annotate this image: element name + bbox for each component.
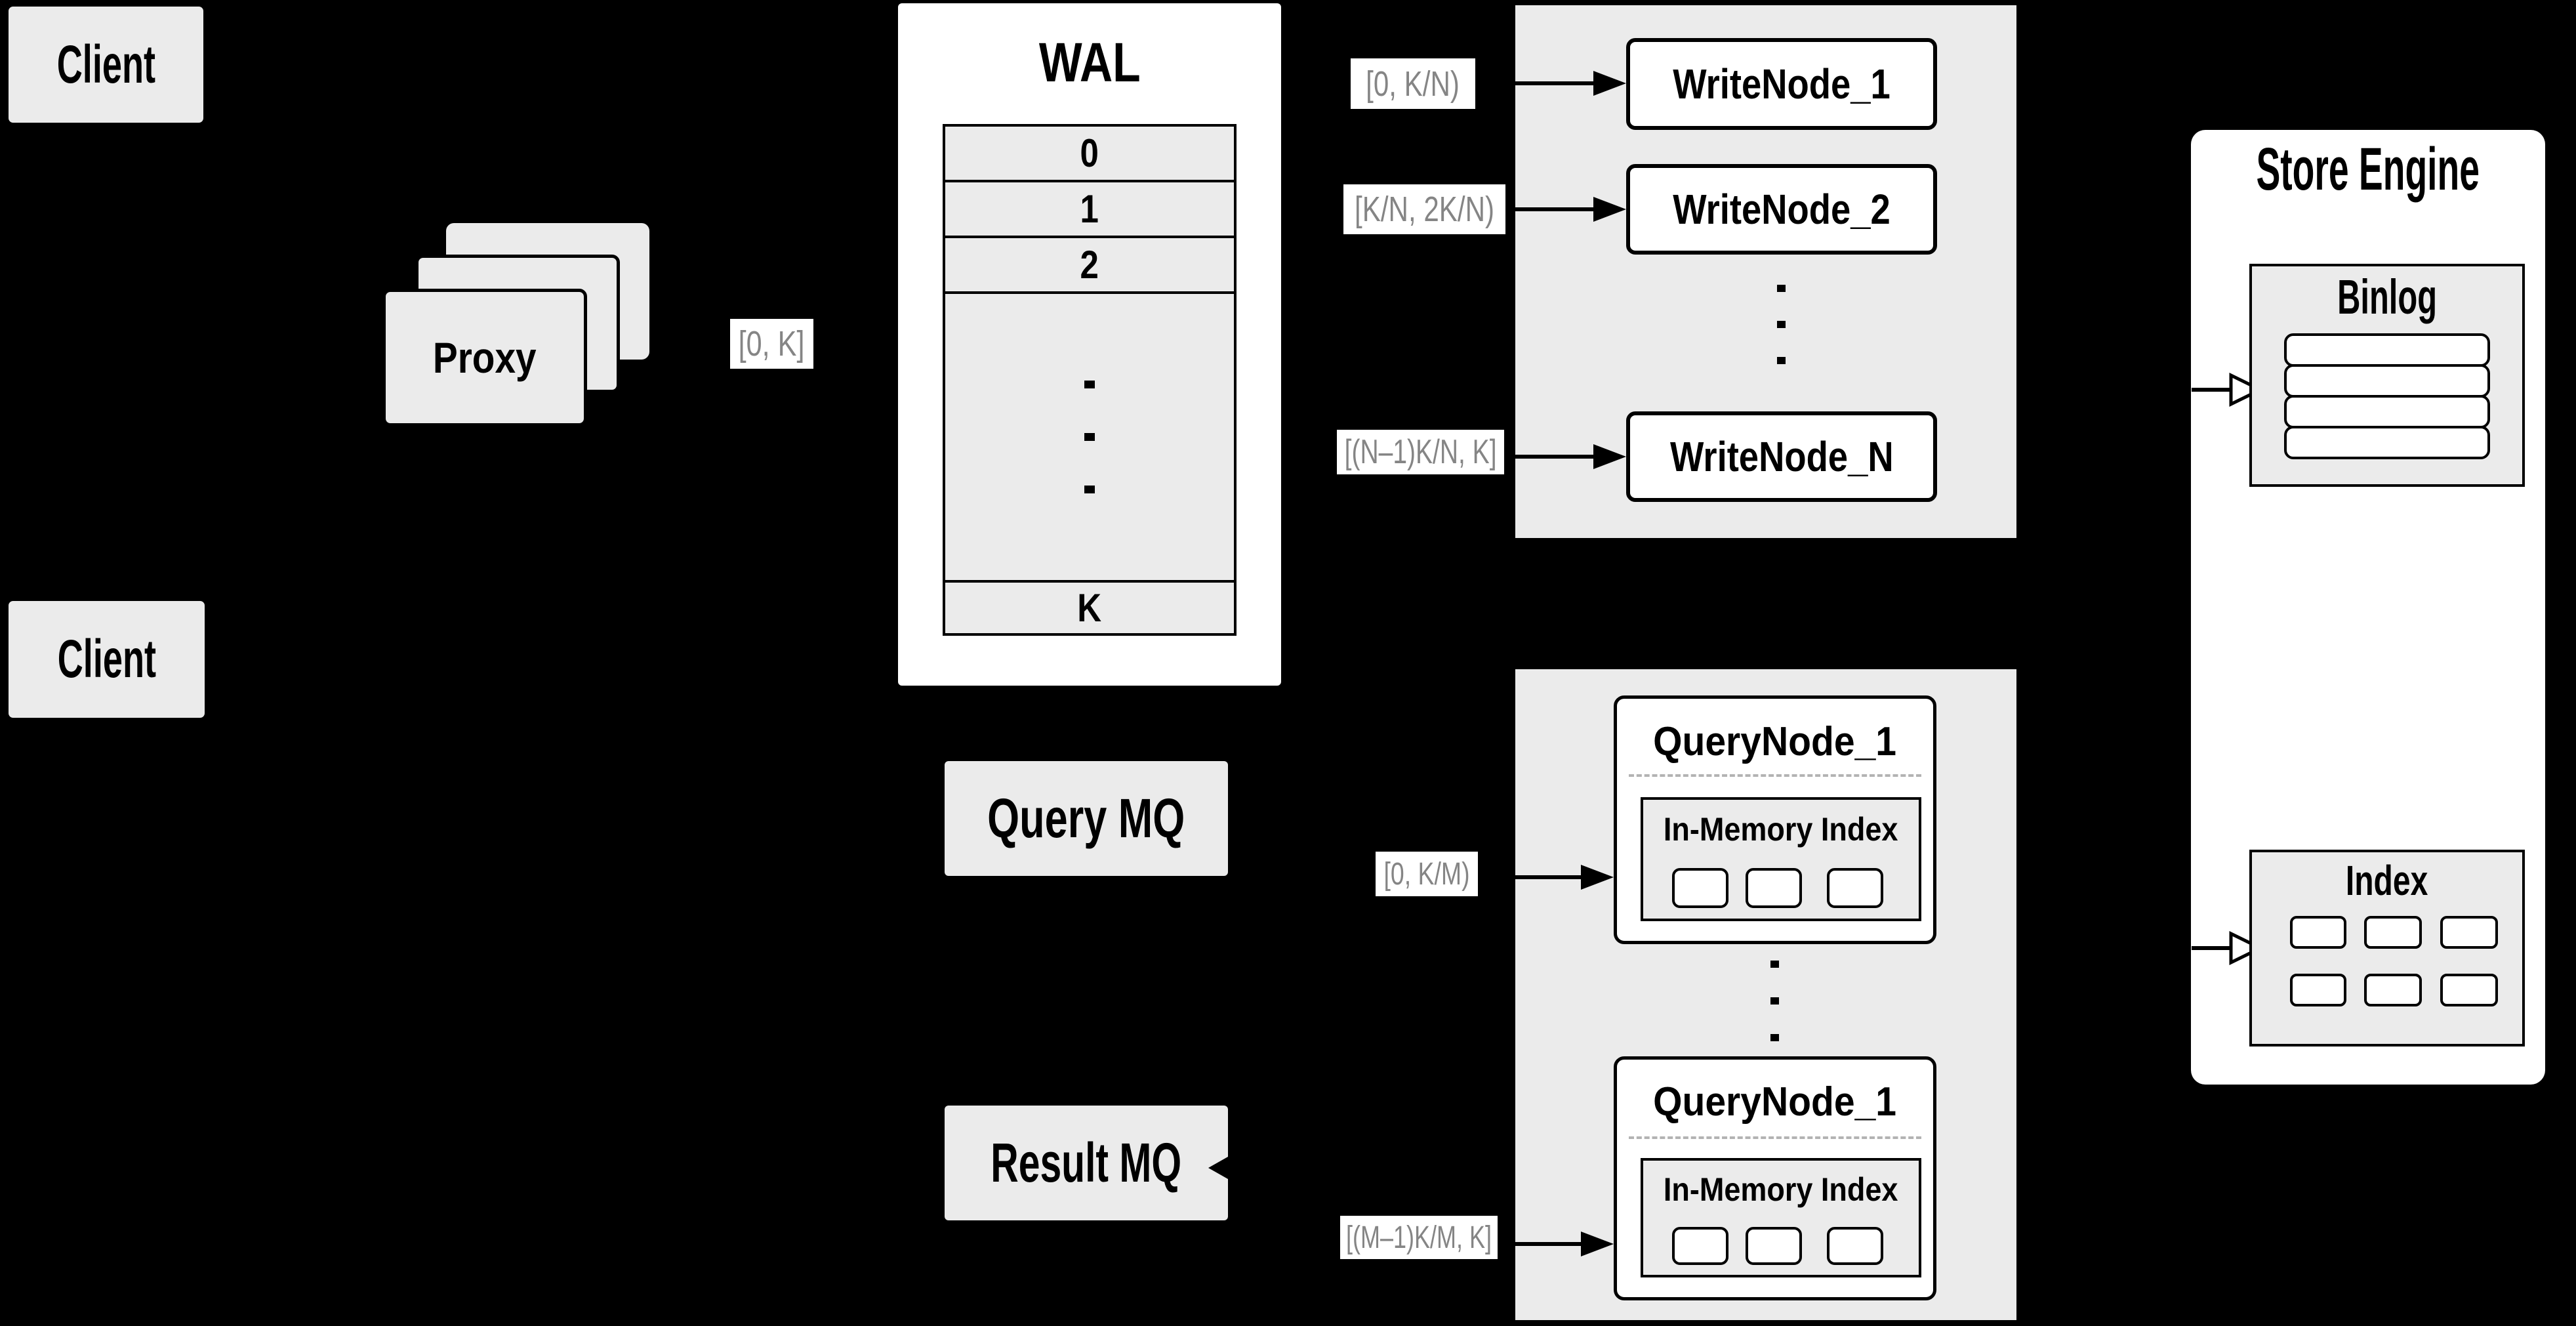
query-node-1-inmemory-box: In-Memory Index — [1641, 797, 1921, 921]
range-label-write-1: [0, K/N) — [1351, 58, 1475, 109]
index-segment-slot — [1746, 1227, 1802, 1265]
range-label-write-2: [K/N, 2K/N) — [1343, 184, 1505, 234]
result-mq-label: Result MQ — [991, 1132, 1182, 1193]
query-node-1-inmemory-title: In-Memory Index — [1643, 809, 1919, 850]
range-label-write-1-text: [0, K/N) — [1366, 64, 1460, 104]
write-node-n-box: WriteNode_N — [1626, 411, 1937, 502]
write-node-1-label: WriteNode_1 — [1673, 60, 1891, 108]
index-segment-slot — [1827, 1227, 1883, 1265]
query-node-2-title: QueryNode_1 — [1617, 1073, 1933, 1130]
arrow-head-write-2 — [1593, 197, 1626, 222]
index-segment-slot — [1827, 868, 1883, 908]
range-label-query-1: [0, K/M) — [1376, 852, 1478, 896]
binlog-title: Binlog — [2252, 269, 2522, 324]
store-engine-panel: Store Engine Binlog Index — [2191, 130, 2545, 1085]
wal-row-0: 0 — [945, 127, 1234, 182]
arrow-line-write-1 — [1515, 81, 1597, 85]
index-cell — [2290, 916, 2346, 949]
client-bottom-label: Client — [57, 629, 156, 689]
index-title: Index — [2252, 856, 2522, 905]
arrow-line-write-2 — [1515, 207, 1597, 211]
range-label-write-n: [(N–1)K/N, K] — [1337, 430, 1504, 474]
query-mq-label: Query MQ — [987, 787, 1185, 849]
store-engine-title: Store Engine — [2191, 135, 2545, 203]
arrow-line-query-m — [1515, 1242, 1584, 1246]
wal-row-k: K — [945, 583, 1234, 633]
wal-vertical-ellipsis — [1084, 381, 1095, 493]
index-segment-slot — [1672, 868, 1728, 908]
wal-row-1-text: 1 — [1080, 187, 1099, 231]
index-segment-slot — [1672, 1227, 1728, 1265]
client-top-label: Client — [56, 34, 155, 94]
arrow-head-write-n — [1593, 444, 1626, 469]
range-label-write-n-text: [(N–1)K/N, K] — [1344, 433, 1497, 471]
query-node-2-inmemory-title: In-Memory Index — [1643, 1170, 1919, 1209]
query-node-2-inmemory-box: In-Memory Index — [1641, 1158, 1921, 1277]
index-title-text: Index — [2346, 857, 2428, 904]
binlog-row — [2284, 395, 2490, 428]
range-label-query-1-text: [0, K/M) — [1383, 856, 1470, 892]
query-nodes-vertical-ellipsis — [1770, 961, 1779, 1041]
index-box: Index — [2249, 850, 2525, 1046]
wal-row-ellipsis — [945, 294, 1234, 583]
index-cell — [2290, 974, 2346, 1006]
write-node-2-box: WriteNode_2 — [1626, 164, 1937, 255]
write-node-n-label: WriteNode_N — [1669, 433, 1894, 480]
range-label-proxy-to-wal-text: [0, K] — [739, 324, 805, 363]
client-box-top: Client — [7, 5, 205, 125]
index-cell — [2440, 974, 2498, 1006]
arrow-into-binlog — [2192, 372, 2264, 407]
wal-row-2: 2 — [945, 238, 1234, 294]
query-node-2-box: QueryNode_1 In-Memory Index — [1614, 1056, 1936, 1300]
result-mq-incoming-arrow-stub — [1208, 1157, 1228, 1179]
arrow-line-query-1 — [1515, 875, 1584, 879]
result-mq-box: Result MQ — [945, 1106, 1228, 1220]
index-cell — [2364, 916, 2422, 949]
range-label-proxy-to-wal: [0, K] — [730, 319, 813, 369]
arrow-line-write-n — [1515, 455, 1597, 459]
wal-title: WAL — [898, 26, 1281, 98]
range-label-write-2-text: [K/N, 2K/N) — [1355, 190, 1494, 229]
index-cell — [2440, 916, 2498, 949]
query-node-2-divider — [1629, 1136, 1921, 1139]
query-node-1-box: QueryNode_1 In-Memory Index — [1614, 695, 1936, 944]
query-node-1-title: QueryNode_1 — [1617, 712, 1933, 771]
wal-row-0-text: 0 — [1080, 131, 1099, 175]
wal-row-1: 1 — [945, 182, 1234, 238]
index-segment-slot — [1746, 868, 1802, 908]
range-label-query-m: [(M–1)K/M, K] — [1340, 1216, 1498, 1259]
arrow-head-write-1 — [1593, 71, 1626, 96]
query-node-1-inmemory-title-text: In-Memory Index — [1664, 811, 1898, 848]
proxy-label: Proxy — [433, 333, 537, 382]
wal-row-k-text: K — [1077, 586, 1102, 630]
binlog-title-text: Binlog — [2337, 269, 2437, 324]
client-box-bottom: Client — [7, 599, 207, 720]
index-cell — [2364, 974, 2422, 1006]
range-label-query-m-text: [(M–1)K/M, K] — [1345, 1220, 1492, 1255]
arrow-head-query-m — [1581, 1232, 1614, 1256]
query-mq-box: Query MQ — [945, 761, 1228, 876]
query-node-2-inmemory-title-text: In-Memory Index — [1664, 1171, 1898, 1208]
wal-table: 0 1 2 K — [943, 124, 1237, 636]
write-node-1-box: WriteNode_1 — [1626, 38, 1937, 130]
binlog-row — [2284, 364, 2490, 398]
wal-title-text: WAL — [1038, 31, 1141, 93]
arrow-head-query-1 — [1581, 865, 1614, 890]
query-node-1-divider — [1629, 774, 1921, 777]
proxy-card-front: Proxy — [382, 289, 587, 426]
binlog-row — [2284, 333, 2490, 367]
arrow-into-index — [2192, 930, 2264, 966]
wal-row-2-text: 2 — [1080, 243, 1099, 287]
binlog-box: Binlog — [2249, 264, 2525, 487]
store-engine-title-text: Store Engine — [2256, 135, 2480, 203]
query-node-1-title-text: QueryNode_1 — [1653, 718, 1897, 764]
query-node-2-title-text: QueryNode_1 — [1653, 1079, 1897, 1125]
binlog-row — [2284, 426, 2490, 459]
write-node-2-label: WriteNode_2 — [1673, 186, 1891, 233]
write-nodes-vertical-ellipsis — [1777, 285, 1786, 364]
